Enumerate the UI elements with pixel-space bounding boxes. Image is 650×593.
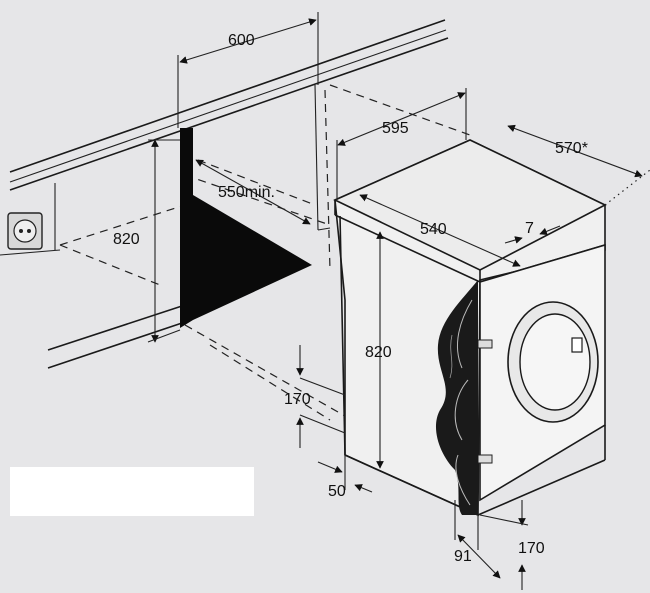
dimension-labels: 600 595 570* 550min. 820 540 7 820 170 5… bbox=[113, 32, 588, 565]
label-door-offset: 91 bbox=[454, 548, 472, 565]
label-machine-width: 595 bbox=[382, 120, 409, 137]
label-top-depth: 540 bbox=[420, 221, 447, 238]
label-top-gap: 7 bbox=[525, 220, 534, 237]
cabinet-side-panel bbox=[180, 128, 312, 328]
wall-socket-icon bbox=[7, 212, 43, 250]
door-panel-woodgrain bbox=[435, 280, 478, 515]
label-niche-depth: 550min. bbox=[218, 184, 275, 201]
label-niche-width: 600 bbox=[228, 32, 255, 49]
label-niche-height: 820 bbox=[113, 231, 140, 248]
label-machine-depth: 570* bbox=[555, 140, 588, 157]
blank-panel bbox=[10, 467, 254, 516]
label-base-gap: 50 bbox=[328, 483, 346, 500]
countertop bbox=[9, 19, 449, 191]
label-bottom-height: 170 bbox=[518, 540, 545, 557]
wall-lines bbox=[0, 183, 186, 369]
dimension-lines bbox=[147, 12, 650, 590]
label-machine-height: 820 bbox=[365, 344, 392, 361]
label-door-height: 170 bbox=[284, 391, 311, 408]
